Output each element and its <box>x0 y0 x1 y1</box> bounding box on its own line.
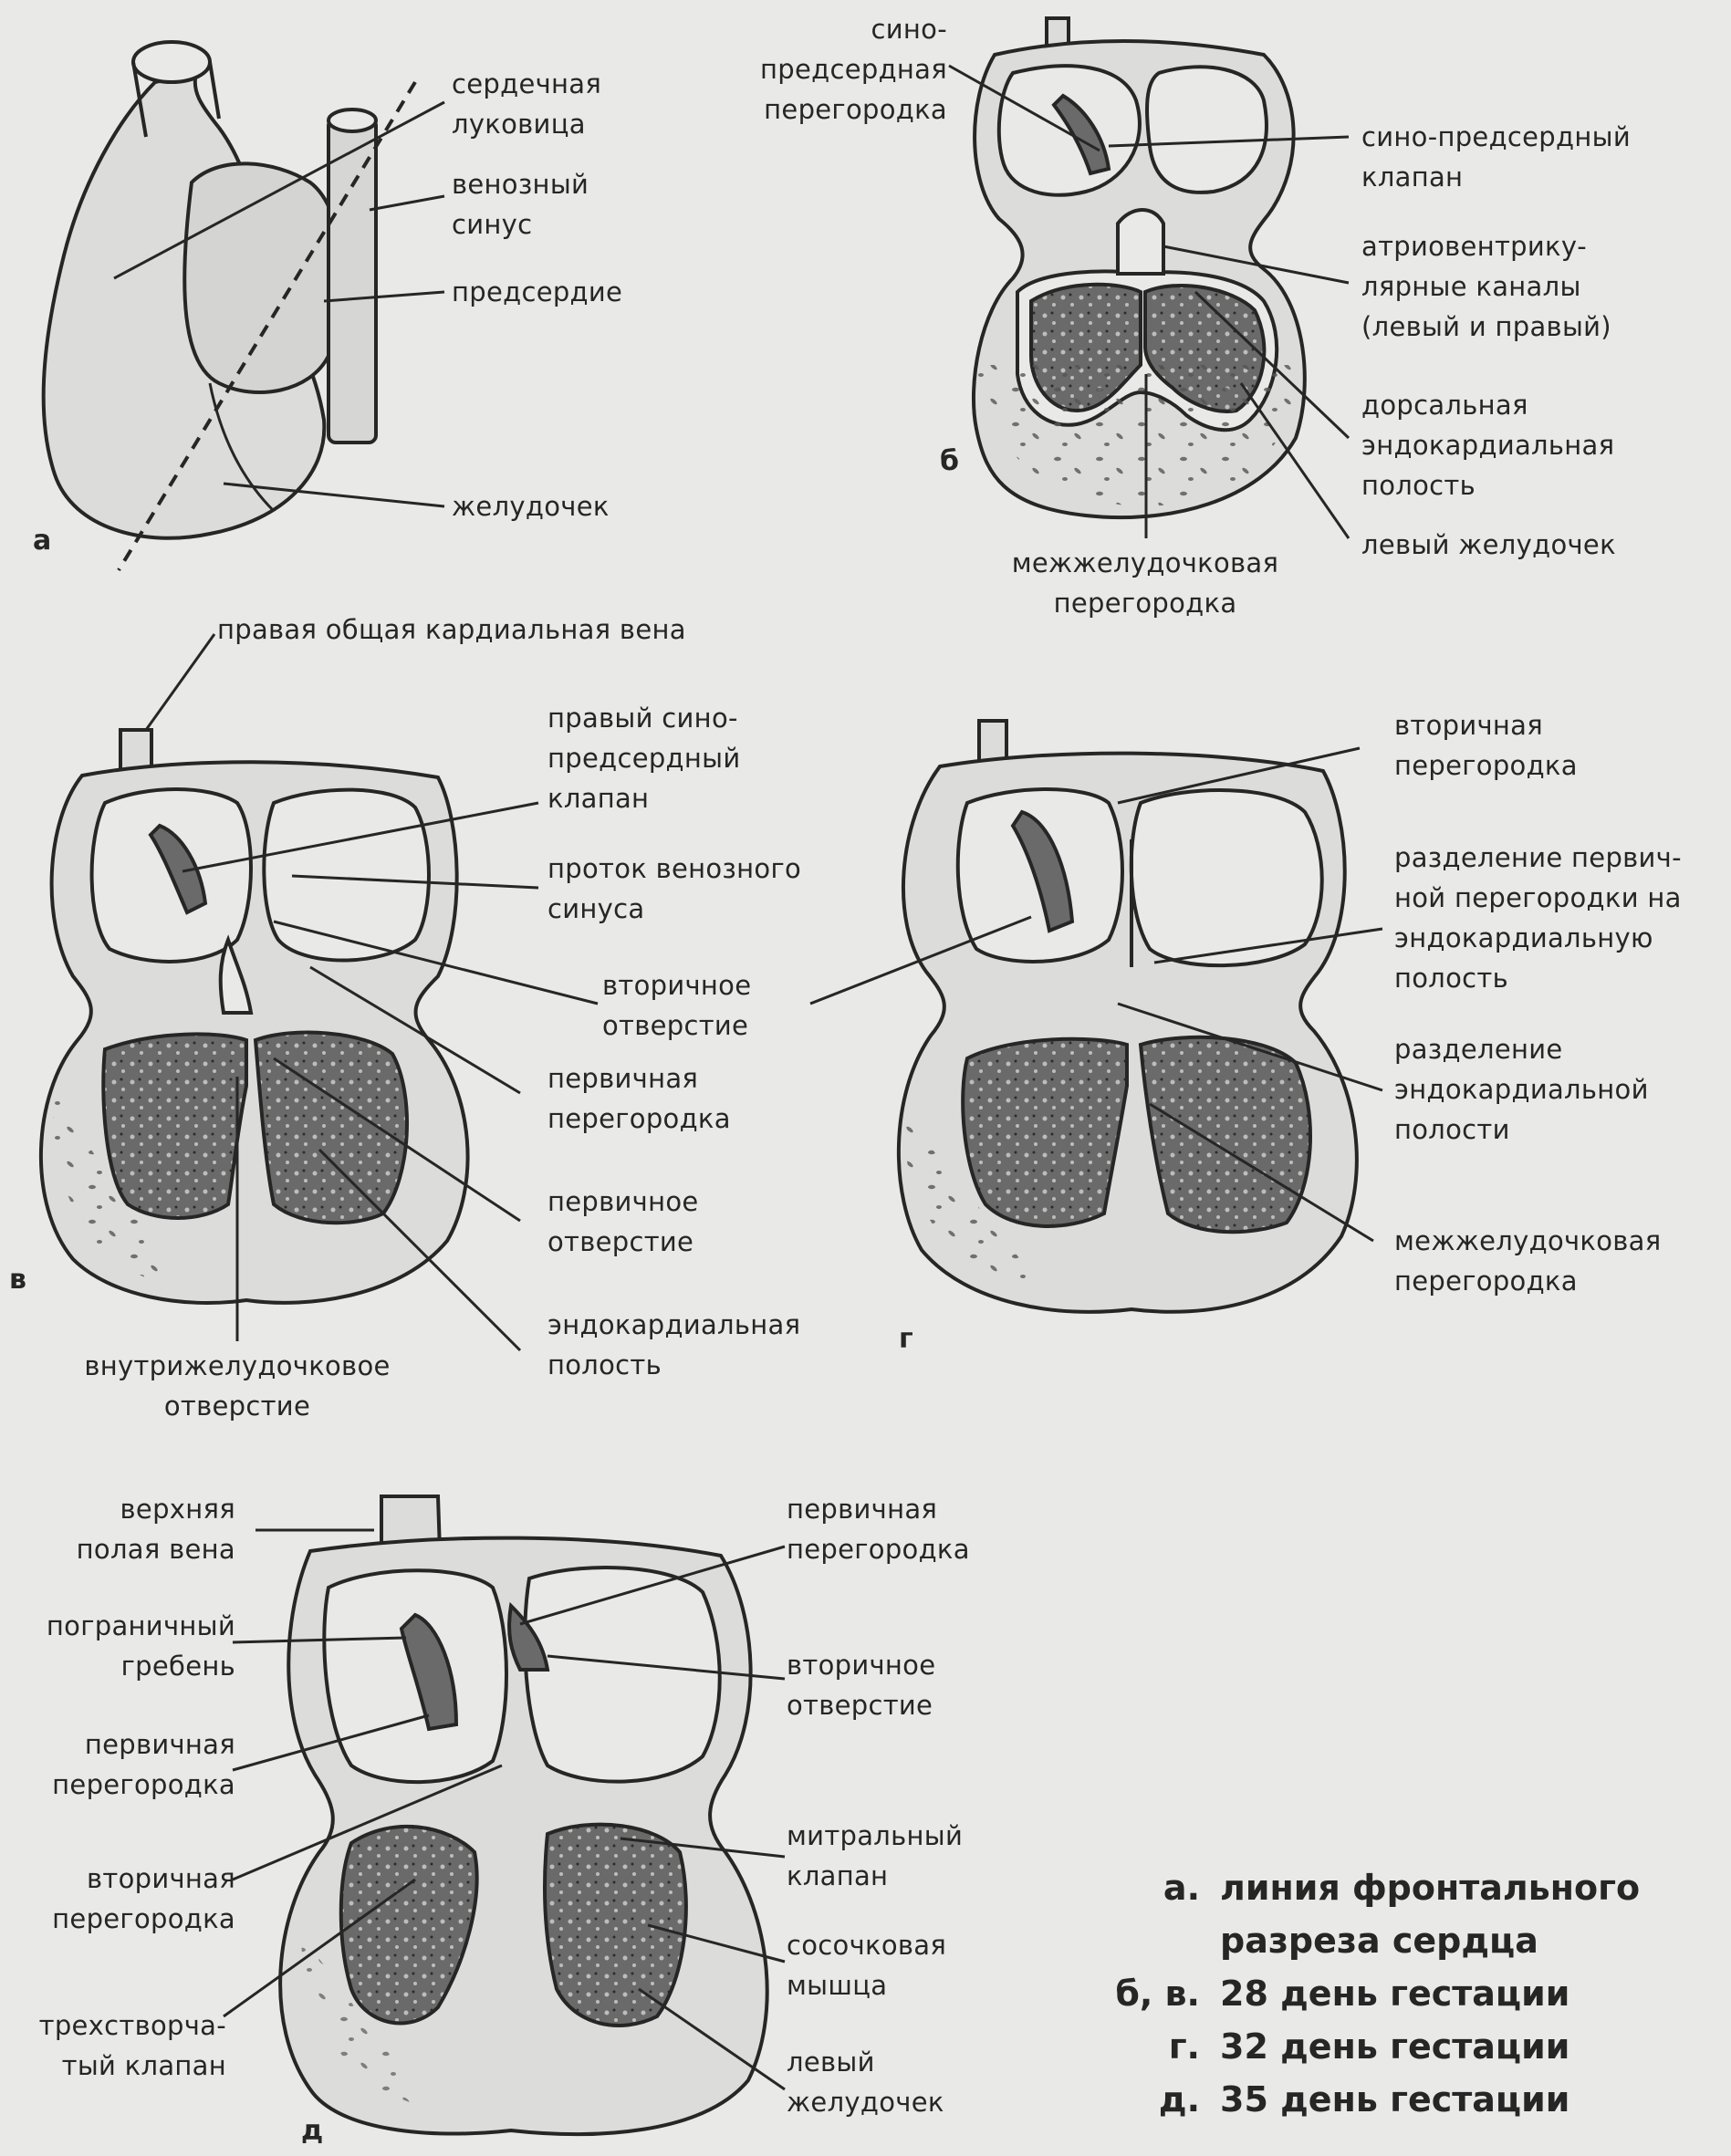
label-sinoatrial-septum: сино- предсердная перегородка <box>703 9 947 130</box>
panel-label-b: б <box>940 445 959 477</box>
legend-key: г. <box>1109 2020 1200 2073</box>
label-crista: пограничный гребень <box>18 1606 235 1686</box>
label-tricuspid: трехстворча- тый клапан <box>0 2005 226 2086</box>
legend-key: д. <box>1109 2073 1200 2126</box>
legend-key: а. <box>1109 1861 1200 1967</box>
legend-text: 32 день гестации <box>1220 2020 1569 2073</box>
label-septum-secundum-g: вторичная перегородка <box>1394 705 1578 786</box>
label-sinoatrial-valve: сино-предсердный клапан <box>1361 117 1631 197</box>
label-septum-primum-v: первичная перегородка <box>547 1058 731 1139</box>
label-right-cardinal-vein: правая общая кардиальная вена <box>217 609 686 650</box>
panel-label-g: г <box>899 1323 913 1355</box>
label-atrium: предсердие <box>452 272 622 312</box>
label-ostium-primum: первичное отверстие <box>547 1182 699 1262</box>
label-papillary: сосочковая мышца <box>787 1925 946 2005</box>
label-left-ventricle-d: левый желудочек <box>787 2042 944 2122</box>
label-primum-division: разделение первич- ной перегородки на эн… <box>1394 838 1682 998</box>
label-sinus-duct: проток венозного синуса <box>547 849 801 929</box>
legend-text: 35 день гестации <box>1220 2073 1569 2126</box>
label-dorsal-cushion: дорсальная эндокардиальная полость <box>1361 385 1614 505</box>
label-venous-sinus: венозный синус <box>452 164 589 245</box>
label-ostium-secundum-v: вторичное отверстие <box>602 965 751 1046</box>
panel-b-heart <box>949 18 1349 538</box>
label-av-canals: атриовентрику- лярные каналы (левый и пр… <box>1361 226 1611 347</box>
label-ventricle: желудочек <box>452 486 610 526</box>
legend-row: а. линия фронтального разреза сердца <box>1109 1861 1640 1967</box>
label-iv-septum-b: межжелудочковая перегородка <box>985 543 1305 623</box>
panel-label-a: а <box>33 525 51 557</box>
label-endocardial-cushion: эндокардиальная полость <box>547 1305 800 1385</box>
label-bulbus: сердечная луковица <box>452 64 601 144</box>
panel-g-heart <box>810 721 1382 1312</box>
label-ostium-secundum-d: вторичное отверстие <box>787 1645 935 1725</box>
label-left-ventricle-b: левый желудочек <box>1361 525 1616 565</box>
panel-d-heart <box>224 1496 785 2134</box>
label-iv-foramen: внутрижелудочковое отверстие <box>55 1346 420 1426</box>
panel-label-d: д <box>301 2115 323 2147</box>
label-septum-primum-d-left: первичная перегородка <box>18 1724 235 1805</box>
label-right-sa-valve: правый сино- предсердный клапан <box>547 698 741 818</box>
label-cushion-division: разделение эндокардиальной полости <box>1394 1029 1649 1150</box>
legend: а. линия фронтального разреза сердца б, … <box>1109 1861 1640 2126</box>
panel-a-heart <box>44 42 444 570</box>
label-septum-secundum-d: вторичная перегородка <box>18 1859 235 1939</box>
legend-row: г. 32 день гестации <box>1109 2020 1640 2073</box>
legend-row: д. 35 день гестации <box>1109 2073 1640 2126</box>
legend-text: 28 день гестации <box>1220 1967 1569 2020</box>
legend-key: б, в. <box>1109 1967 1200 2020</box>
label-svc: верхняя полая вена <box>18 1489 235 1569</box>
panel-label-v: в <box>9 1264 26 1296</box>
panel-v-heart <box>41 634 598 1350</box>
label-mitral: митральный клапан <box>787 1816 963 1896</box>
label-septum-primum-d-right: первичная перегородка <box>787 1489 970 1569</box>
legend-row: б, в. 28 день гестации <box>1109 1967 1640 2020</box>
label-iv-septum-g: межжелудочковая перегородка <box>1394 1221 1662 1301</box>
legend-text: линия фронтального разреза сердца <box>1220 1861 1640 1967</box>
